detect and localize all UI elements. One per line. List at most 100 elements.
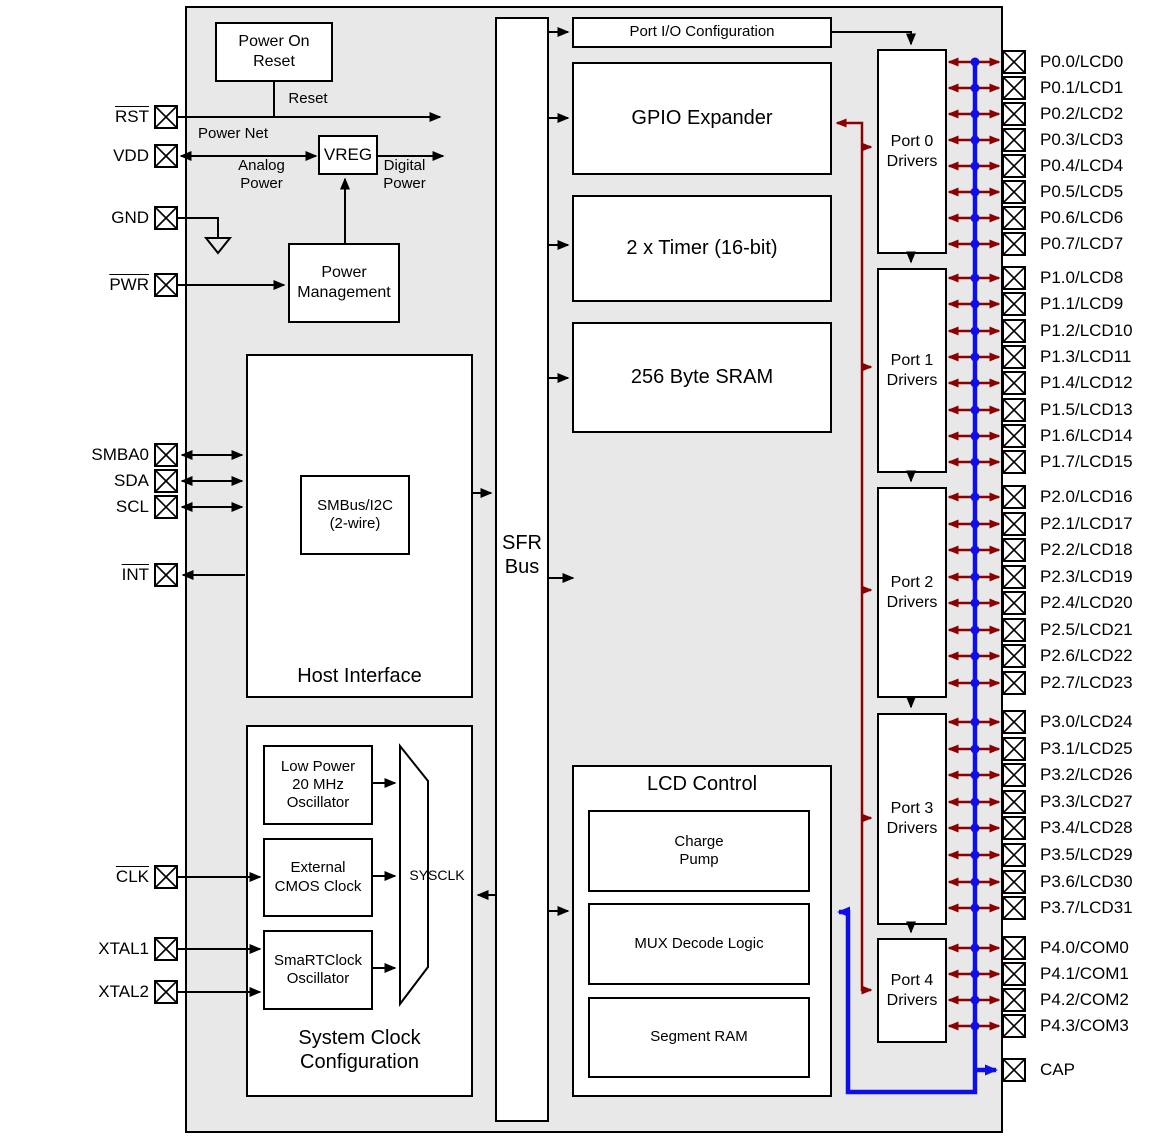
- pin-label-right: P2.0/LCD16: [1040, 487, 1133, 506]
- pin-label-right: P0.0/LCD0: [1040, 52, 1124, 71]
- pin-label-right: P3.6/LCD30: [1040, 872, 1133, 891]
- lcd-control-label: LCD Control: [646, 773, 758, 795]
- pin-label-right: P1.7/LCD15: [1040, 452, 1133, 471]
- vreg-block: VREG: [318, 135, 378, 175]
- pin-label-right: P2.4/LCD20: [1040, 593, 1133, 612]
- bus-junction-dot: [970, 823, 980, 833]
- port-2-drivers-block: Port 2 Drivers: [877, 487, 947, 698]
- pin-right-1-4-x: [1002, 371, 1026, 395]
- pin-label-right: P0.4/LCD4: [1040, 156, 1124, 175]
- pin-label-right: P0.7/LCD7: [1040, 234, 1124, 253]
- bus-junction-dot: [970, 678, 980, 688]
- pin-label-right: P3.0/LCD24: [1040, 712, 1133, 731]
- pin-label-gnd: GND: [111, 208, 149, 227]
- bus-junction-dot: [970, 850, 980, 860]
- pin-right-1-2-x: [1002, 319, 1026, 343]
- pin-label-right: P1.0/LCD8: [1040, 268, 1124, 287]
- pin-label-cap: CAP: [1040, 1060, 1075, 1079]
- pin-right-0-7-x: [1002, 232, 1026, 256]
- pin-left-0-x: [154, 105, 178, 129]
- external-cmos-clock-block: External CMOS Clock: [263, 838, 373, 917]
- pin-label-right: P3.1/LCD25: [1040, 739, 1133, 758]
- bus-junction-dot: [970, 213, 980, 223]
- pin-label-scl: SCL: [115, 497, 149, 516]
- pin-left-2-x: [154, 206, 178, 230]
- bus-junction-dot: [970, 717, 980, 727]
- bus-junction-dot: [970, 744, 980, 754]
- pin-right-1-1-x: [1002, 292, 1026, 316]
- pin-label-right: P0.3/LCD3: [1040, 130, 1124, 149]
- pin-label-right: P2.6/LCD22: [1040, 646, 1133, 665]
- pin-right-4-2-x: [1002, 988, 1026, 1012]
- bus-junction-dot: [970, 903, 980, 913]
- pin-label-right: P2.3/LCD19: [1040, 567, 1133, 586]
- pin-label-right: P3.5/LCD29: [1040, 845, 1133, 864]
- bus-junction-dot: [970, 378, 980, 388]
- pin-label-right: P0.6/LCD6: [1040, 208, 1124, 227]
- sysclk-mux-label: SYSCLK: [409, 867, 465, 883]
- pin-right-1-5-x: [1002, 398, 1026, 422]
- bus-junction-dot: [970, 969, 980, 979]
- pin-right-0-2-x: [1002, 102, 1026, 126]
- segment-ram-block: Segment RAM: [588, 997, 810, 1078]
- pin-label-right: P1.6/LCD14: [1040, 426, 1133, 445]
- sysclk-mux-shape: [399, 743, 429, 1007]
- port-io-config-block: Port I/O Configuration: [572, 17, 832, 48]
- bus-junction-dot: [970, 239, 980, 249]
- pin-left-1-x: [154, 144, 178, 168]
- pin-left-6-x: [154, 495, 178, 519]
- bus-junction-dot: [970, 457, 980, 467]
- timer-block: 2 x Timer (16-bit): [572, 195, 832, 302]
- pin-label-right: P3.7/LCD31: [1040, 898, 1133, 917]
- pin-label-right: P4.3/COM3: [1040, 1016, 1129, 1035]
- pin-left-5-x: [154, 469, 178, 493]
- bus-junction-dot: [970, 352, 980, 362]
- smbus-i2c-block: SMBus/I2C (2-wire): [300, 475, 410, 555]
- pin-label-rst: RST: [115, 107, 149, 126]
- pin-right-1-6-x: [1002, 424, 1026, 448]
- bus-junction-dot: [970, 545, 980, 555]
- pin-label-right: P2.1/LCD17: [1040, 514, 1133, 533]
- pin-label-right: P2.5/LCD21: [1040, 620, 1133, 639]
- ground-symbol: [203, 237, 233, 255]
- low-power-oscillator-block: Low Power 20 MHz Oscillator: [263, 745, 373, 825]
- bus-junction-dot: [970, 135, 980, 145]
- wire-portio-to-port0: [832, 31, 916, 46]
- pin-right-0-1-x: [1002, 76, 1026, 100]
- mux-decode-block: MUX Decode Logic: [588, 903, 810, 985]
- bus-junction-dot: [970, 405, 980, 415]
- bus-junction-dot: [970, 598, 980, 608]
- pin-right-2-7-x: [1002, 671, 1026, 695]
- pin-label-right: P2.2/LCD18: [1040, 540, 1133, 559]
- pin-right-4-0-x: [1002, 936, 1026, 960]
- bus-junction-dot: [970, 651, 980, 661]
- analog-power-wire-label: Analog Power: [238, 157, 285, 193]
- pin-right-1-7-x: [1002, 450, 1026, 474]
- digital-power-wire-label: Digital Power: [383, 157, 426, 193]
- bus-junction-dot: [970, 492, 980, 502]
- pin-right-0-0-x: [1002, 50, 1026, 74]
- bus-junction-dot: [970, 161, 980, 171]
- sfr-bus-label: SFR Bus: [502, 532, 542, 579]
- port-1-drivers-block: Port 1 Drivers: [877, 268, 947, 473]
- bus-junction-dot: [970, 1021, 980, 1031]
- bus-junction-dot: [970, 943, 980, 953]
- pin-label-vdd: VDD: [113, 146, 149, 165]
- power-management-block: Power Management: [288, 243, 400, 323]
- bus-junction-dot: [970, 57, 980, 67]
- pin-right-2-5-x: [1002, 618, 1026, 642]
- pin-label-right: P2.7/LCD23: [1040, 673, 1133, 692]
- pin-right-0-3-x: [1002, 128, 1026, 152]
- red-wires: [835, 118, 873, 995]
- pin-right-2-2-x: [1002, 538, 1026, 562]
- pin-right-4-1-x: [1002, 962, 1026, 986]
- wire-gnd: [177, 217, 219, 237]
- bus-junction-dot: [970, 299, 980, 309]
- smartclock-oscillator-block: SmaRTClock Oscillator: [263, 930, 373, 1010]
- pin-label-right: P0.5/LCD5: [1040, 182, 1124, 201]
- power-on-reset-block: Power On Reset: [215, 22, 333, 82]
- port-4-drivers-block: Port 4 Drivers: [877, 938, 947, 1043]
- pin-right-0-4-x: [1002, 154, 1026, 178]
